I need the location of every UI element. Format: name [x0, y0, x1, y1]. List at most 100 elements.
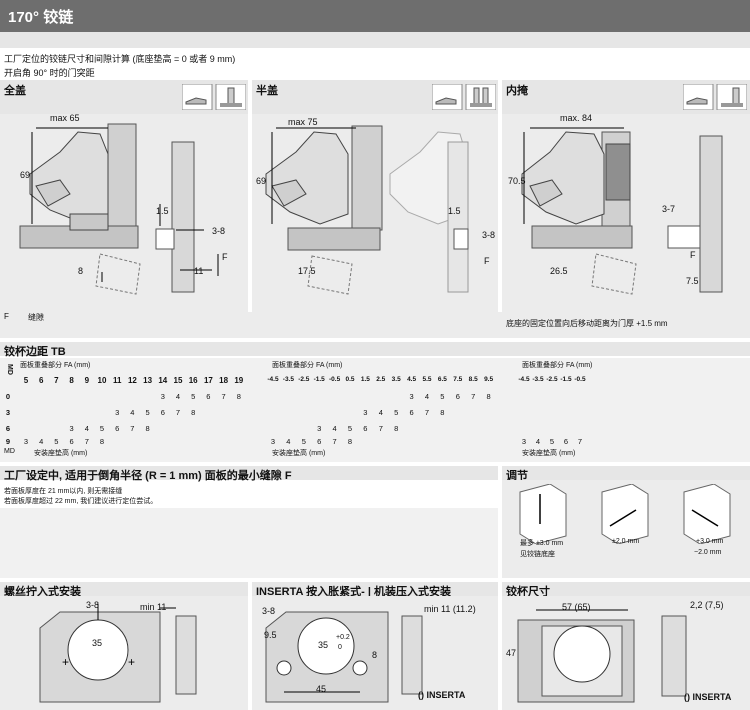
- gap-line2: 若面板厚度超过 22 mm, 我们建议进行定位尝试。: [4, 498, 158, 505]
- tb-col-header-half: 3.5: [391, 376, 401, 383]
- tb-cell-half: 5: [301, 437, 306, 446]
- inset-dim-b1: 26.5: [550, 266, 568, 276]
- overlay-dim-v1: 1.5: [156, 206, 169, 216]
- tb-cell-overlay: 7: [84, 437, 89, 446]
- intro-line2: 开启角 90° 时的门突距: [4, 68, 95, 78]
- legend-value: 缝隙: [28, 313, 44, 322]
- tb-cell-half: 5: [347, 424, 353, 433]
- tb-cell-overlay: 4: [39, 437, 44, 446]
- tb-band: [0, 342, 750, 356]
- tb-col-header-half: -3.5: [282, 376, 294, 383]
- legend-key: F: [4, 312, 9, 321]
- tb-col-header-half: 6.5: [437, 376, 447, 383]
- tb-cell-overlay: 3: [69, 424, 74, 433]
- tb-cell-half: 3: [363, 408, 368, 417]
- tb-cell-half: 8: [347, 437, 353, 446]
- screw-drawing: + +: [39, 604, 197, 703]
- page-title: 170° 铰链: [8, 9, 74, 26]
- cup-drawing: [517, 609, 687, 703]
- inset-dim-max: max. 84: [560, 113, 593, 123]
- adjust-band: [502, 466, 750, 480]
- tb-cell-overlay: 8: [99, 437, 105, 446]
- overlay-dim-h: 69: [20, 170, 31, 180]
- half-overlay-dim-b1: 17.5: [298, 266, 316, 276]
- inserta-band: [252, 582, 498, 596]
- tb-cell-half: 4: [424, 392, 430, 401]
- tb-cell-overlay: 6: [69, 437, 74, 446]
- inserta-d1: 3-8: [262, 606, 276, 616]
- depth-adjust-icon: [519, 484, 567, 544]
- tb-cell-inset: 4: [535, 437, 541, 446]
- tb-fa-label-overlay: 面板重叠部分 FA (mm): [20, 362, 91, 369]
- inset-note: 底座的固定位置向后移动距离为门厚 +1.5 mm: [506, 319, 668, 328]
- tb-table-bg: [0, 358, 750, 462]
- adjust-a-label2: 见铰链底座: [520, 551, 555, 558]
- tb-col-header-overlay: 18: [219, 376, 229, 385]
- half-overlay-title: 半盖: [256, 85, 278, 97]
- tb-col-header-half: -0.5: [328, 376, 341, 383]
- screw-band: [0, 582, 248, 596]
- tb-cell-half: 6: [409, 408, 414, 417]
- tb-col-header-overlay: 11: [112, 376, 122, 385]
- screw-d1: 3-8: [86, 600, 100, 610]
- inset-dim-b2: 7.5: [686, 276, 699, 286]
- tb-col-header-overlay: 5: [23, 376, 29, 385]
- side-adjust-icon: [601, 484, 649, 544]
- tb-cell-overlay: 5: [145, 408, 150, 417]
- tb-cell-overlay: 5: [99, 424, 105, 433]
- gap-table-bg: [0, 508, 498, 578]
- tb-cell-overlay: 3: [23, 437, 29, 446]
- tb-cell-overlay: 5: [191, 392, 196, 401]
- inset-dim-f: F: [690, 250, 696, 260]
- svg-text:+: +: [62, 655, 69, 669]
- tb-cell-half: 4: [332, 424, 337, 433]
- tb-cell-overlay: 6: [115, 424, 120, 433]
- adjust-c-label2: −2.0 mm: [694, 549, 722, 556]
- tb-cell-half: 4: [286, 437, 291, 446]
- tb-col-header-inset: -0.5: [574, 376, 586, 383]
- gap-band: [0, 466, 498, 480]
- inserta-drawing: [265, 611, 423, 703]
- panel-footer: [0, 312, 750, 338]
- tb-cell-inset: 5: [549, 437, 555, 446]
- tb-title: 铰杯边距 TB: [4, 346, 66, 358]
- overlay-dim-f: F: [222, 252, 228, 262]
- tb-col-header-overlay: 8: [69, 376, 74, 385]
- tb-cell-overlay: 5: [54, 437, 59, 446]
- tb-fa-label-half: 面板重叠部分 FA (mm): [272, 362, 343, 369]
- tb-col-header-half: 5.5: [422, 376, 432, 383]
- adjust-a-label1: 最多 ±3.0 mm: [520, 540, 564, 547]
- tb-cell-overlay: 4: [130, 408, 135, 417]
- overlay-type-icons: [182, 84, 246, 110]
- half-overlay-dim-max: max 75: [288, 117, 318, 127]
- tb-cell-overlay: 6: [160, 408, 165, 417]
- height-adjust-icon: [683, 484, 731, 544]
- inserta-d8: 45: [316, 684, 327, 694]
- overlay-dim-b1: 8: [78, 266, 84, 276]
- tb-col-header-overlay: 10: [97, 376, 107, 385]
- inset-title: 内掩: [506, 85, 528, 97]
- tb-cell-half: 7: [424, 408, 430, 417]
- tb-cell-half: 3: [317, 424, 322, 433]
- tb-cell-overlay: 8: [191, 408, 196, 417]
- tb-cell-half: 7: [332, 437, 337, 446]
- tb-footer-overlay: 安装座垫高 (mm): [34, 450, 88, 457]
- intro-line1: 工厂定位的铰链尺寸和间隙计算 (底座垫高 = 0 或者 9 mm): [4, 54, 236, 64]
- header-band: [0, 32, 750, 48]
- tb-col-header-half: 8.5: [468, 376, 478, 383]
- tb-cell-inset: 6: [563, 437, 569, 446]
- tb-col-header-overlay: 13: [143, 376, 153, 385]
- inserta-d9: () INSERTA: [418, 690, 466, 700]
- cup-d3: 47: [506, 648, 517, 658]
- tb-col-header-overlay: 19: [234, 376, 244, 385]
- inset-dim-r1: 3-7: [662, 204, 676, 214]
- overlay-hinge-diagram: [19, 123, 219, 295]
- tb-cell-half: 8: [486, 392, 491, 401]
- tb-col-header-inset: -3.5: [532, 376, 544, 383]
- tb-cell-overlay: 7: [175, 408, 181, 417]
- tb-footer-inset: 安装座垫高 (mm): [522, 450, 576, 457]
- tb-cell-overlay: 4: [84, 424, 89, 433]
- tb-col-header-inset: -2.5: [546, 376, 558, 383]
- tb-cell-overlay: 6: [206, 392, 211, 401]
- tb-cell-half: 8: [440, 408, 445, 417]
